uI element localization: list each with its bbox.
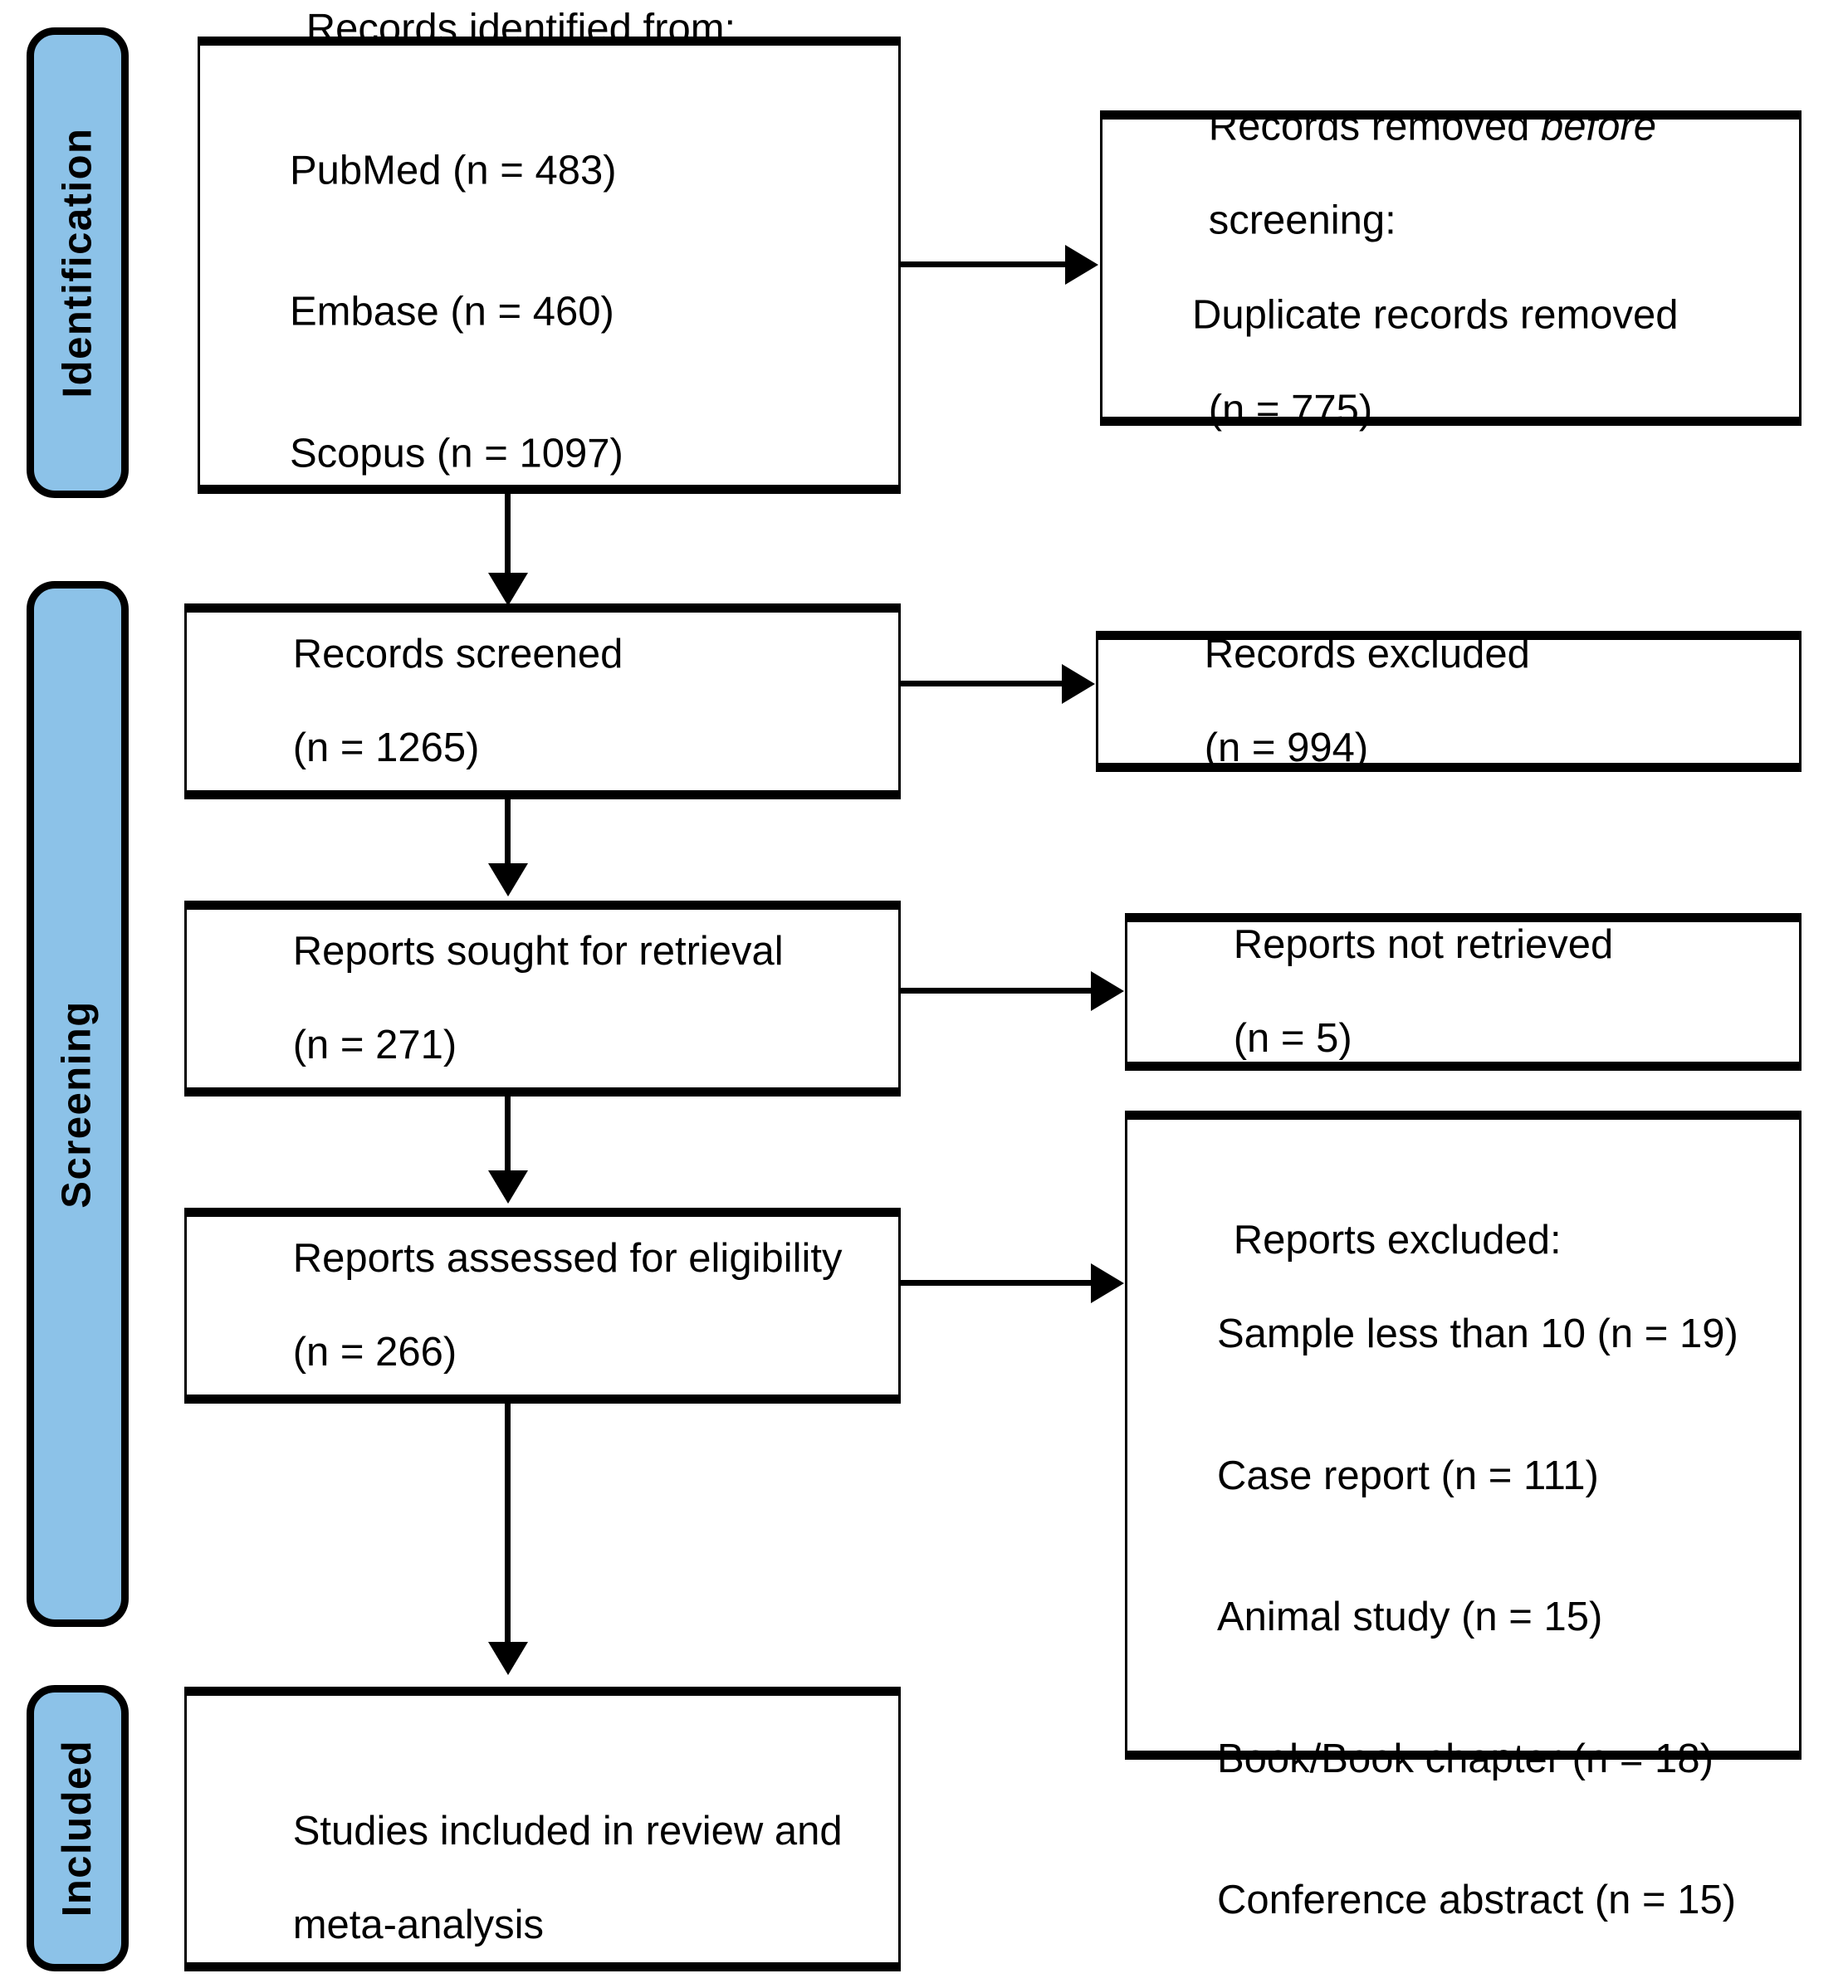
records-excluded-label: Records excluded (1204, 631, 1530, 677)
connector-screened-to-sought (505, 799, 511, 866)
records-screened-text: Records screened (n = 1265) (225, 584, 887, 819)
connector-screened-to-excluded (901, 681, 1063, 686)
box-reports-sought: Reports sought for retrieval (n = 271) (184, 901, 901, 1097)
connector-assessed-to-included (505, 1404, 511, 1644)
reports-sought-label: Reports sought for retrieval (292, 928, 784, 974)
phase-identification: Identification (27, 27, 129, 498)
reason-book-chapter: Book/Book chapter (n = 18) (1217, 1736, 1714, 1781)
arrow-assessed-to-excluded (1091, 1263, 1124, 1303)
box-records-removed: Records removed before screening: Duplic… (1100, 104, 1802, 432)
box-reports-assessed: Reports assessed for eligibility (n = 26… (184, 1208, 901, 1404)
records-screened-count: (n = 1265) (292, 725, 480, 771)
records-identified-text: Records identified from: PubMed (n = 483… (238, 0, 887, 572)
records-excluded-text: Records excluded (n = 994) (1137, 584, 1787, 819)
arrow-identified-to-screened (488, 573, 528, 606)
reports-sought-count: (n = 271) (292, 1023, 457, 1068)
connector-identified-to-screened (505, 494, 511, 581)
records-removed-line2: screening: (1208, 198, 1396, 243)
records-removed-before-emphasis: before (1541, 104, 1656, 149)
reports-assessed-label: Reports assessed for eligibility (292, 1235, 843, 1281)
connector-sought-to-not-retrieved (901, 988, 1093, 994)
arrow-identified-to-removed (1065, 245, 1098, 285)
box-reports-not-retrieved: Reports not retrieved (n = 5) (1125, 913, 1802, 1071)
arrow-screened-to-sought (488, 863, 528, 896)
box-studies-included: Studies included in review and meta-anal… (184, 1687, 901, 1971)
arrow-screened-to-excluded (1062, 664, 1095, 704)
arrow-assessed-to-included (488, 1642, 528, 1675)
phase-identification-label: Identification (55, 127, 100, 398)
duplicate-records-removed: Duplicate records removed (1192, 292, 1679, 338)
reports-not-retrieved-label: Reports not retrieved (1233, 921, 1614, 967)
reason-case-report: Case report (n = 111) (1217, 1453, 1599, 1498)
arrow-sought-to-not-retrieved (1091, 971, 1124, 1011)
reason-sample-less-than-10: Sample less than 10 (n = 19) (1217, 1311, 1738, 1357)
reports-sought-text: Reports sought for retrieval (n = 271) (225, 881, 887, 1116)
box-records-screened: Records screened (n = 1265) (184, 603, 901, 799)
duplicate-records-count: (n = 775) (1208, 387, 1373, 432)
connector-identified-to-removed (901, 261, 1067, 267)
box-records-identified: Records identified from: PubMed (n = 483… (198, 7, 901, 494)
reason-animal-study: Animal study (n = 15) (1217, 1595, 1603, 1640)
records-removed-text: Records removed before screening: Duplic… (1141, 56, 1787, 480)
phase-included-label: Included (55, 1739, 100, 1917)
box-reports-excluded: Reports excluded: Sample less than 10 (n… (1125, 1111, 1802, 1922)
source-pubmed: PubMed (n = 483) (290, 148, 617, 193)
reports-not-retrieved-text: Reports not retrieved (n = 5) (1166, 874, 1787, 1110)
reports-excluded-heading: Reports excluded: (1233, 1217, 1562, 1263)
records-excluded-count: (n = 994) (1204, 725, 1369, 771)
studies-included-line1: Studies included in review and (292, 1808, 843, 1854)
phase-screening-label: Screening (55, 999, 100, 1209)
phase-included: Included (27, 1685, 129, 1971)
reports-assessed-text: Reports assessed for eligibility (n = 26… (225, 1188, 887, 1424)
phase-screening: Screening (27, 581, 129, 1627)
source-embase: Embase (n = 460) (290, 289, 614, 335)
reason-conference-abstract: Conference abstract (n = 15) (1217, 1878, 1737, 1923)
reports-not-retrieved-count: (n = 5) (1233, 1016, 1352, 1062)
studies-included-line2: meta-analysis (292, 1903, 544, 1948)
arrow-sought-to-assessed (488, 1170, 528, 1204)
records-identified-heading: Records identified from: (306, 6, 736, 51)
records-screened-label: Records screened (292, 631, 623, 677)
connector-sought-to-assessed (505, 1097, 511, 1173)
reports-assessed-count: (n = 266) (292, 1330, 457, 1375)
source-scopus: Scopus (n = 1097) (290, 431, 623, 476)
box-records-excluded: Records excluded (n = 994) (1096, 631, 1802, 772)
studies-included-text: Studies included in review and meta-anal… (225, 1761, 887, 1988)
records-removed-line1-pre: Records removed (1208, 104, 1542, 149)
connector-assessed-to-excluded (901, 1280, 1093, 1286)
reports-excluded-text: Reports excluded: Sample less than 10 (n… (1166, 1170, 1787, 1988)
